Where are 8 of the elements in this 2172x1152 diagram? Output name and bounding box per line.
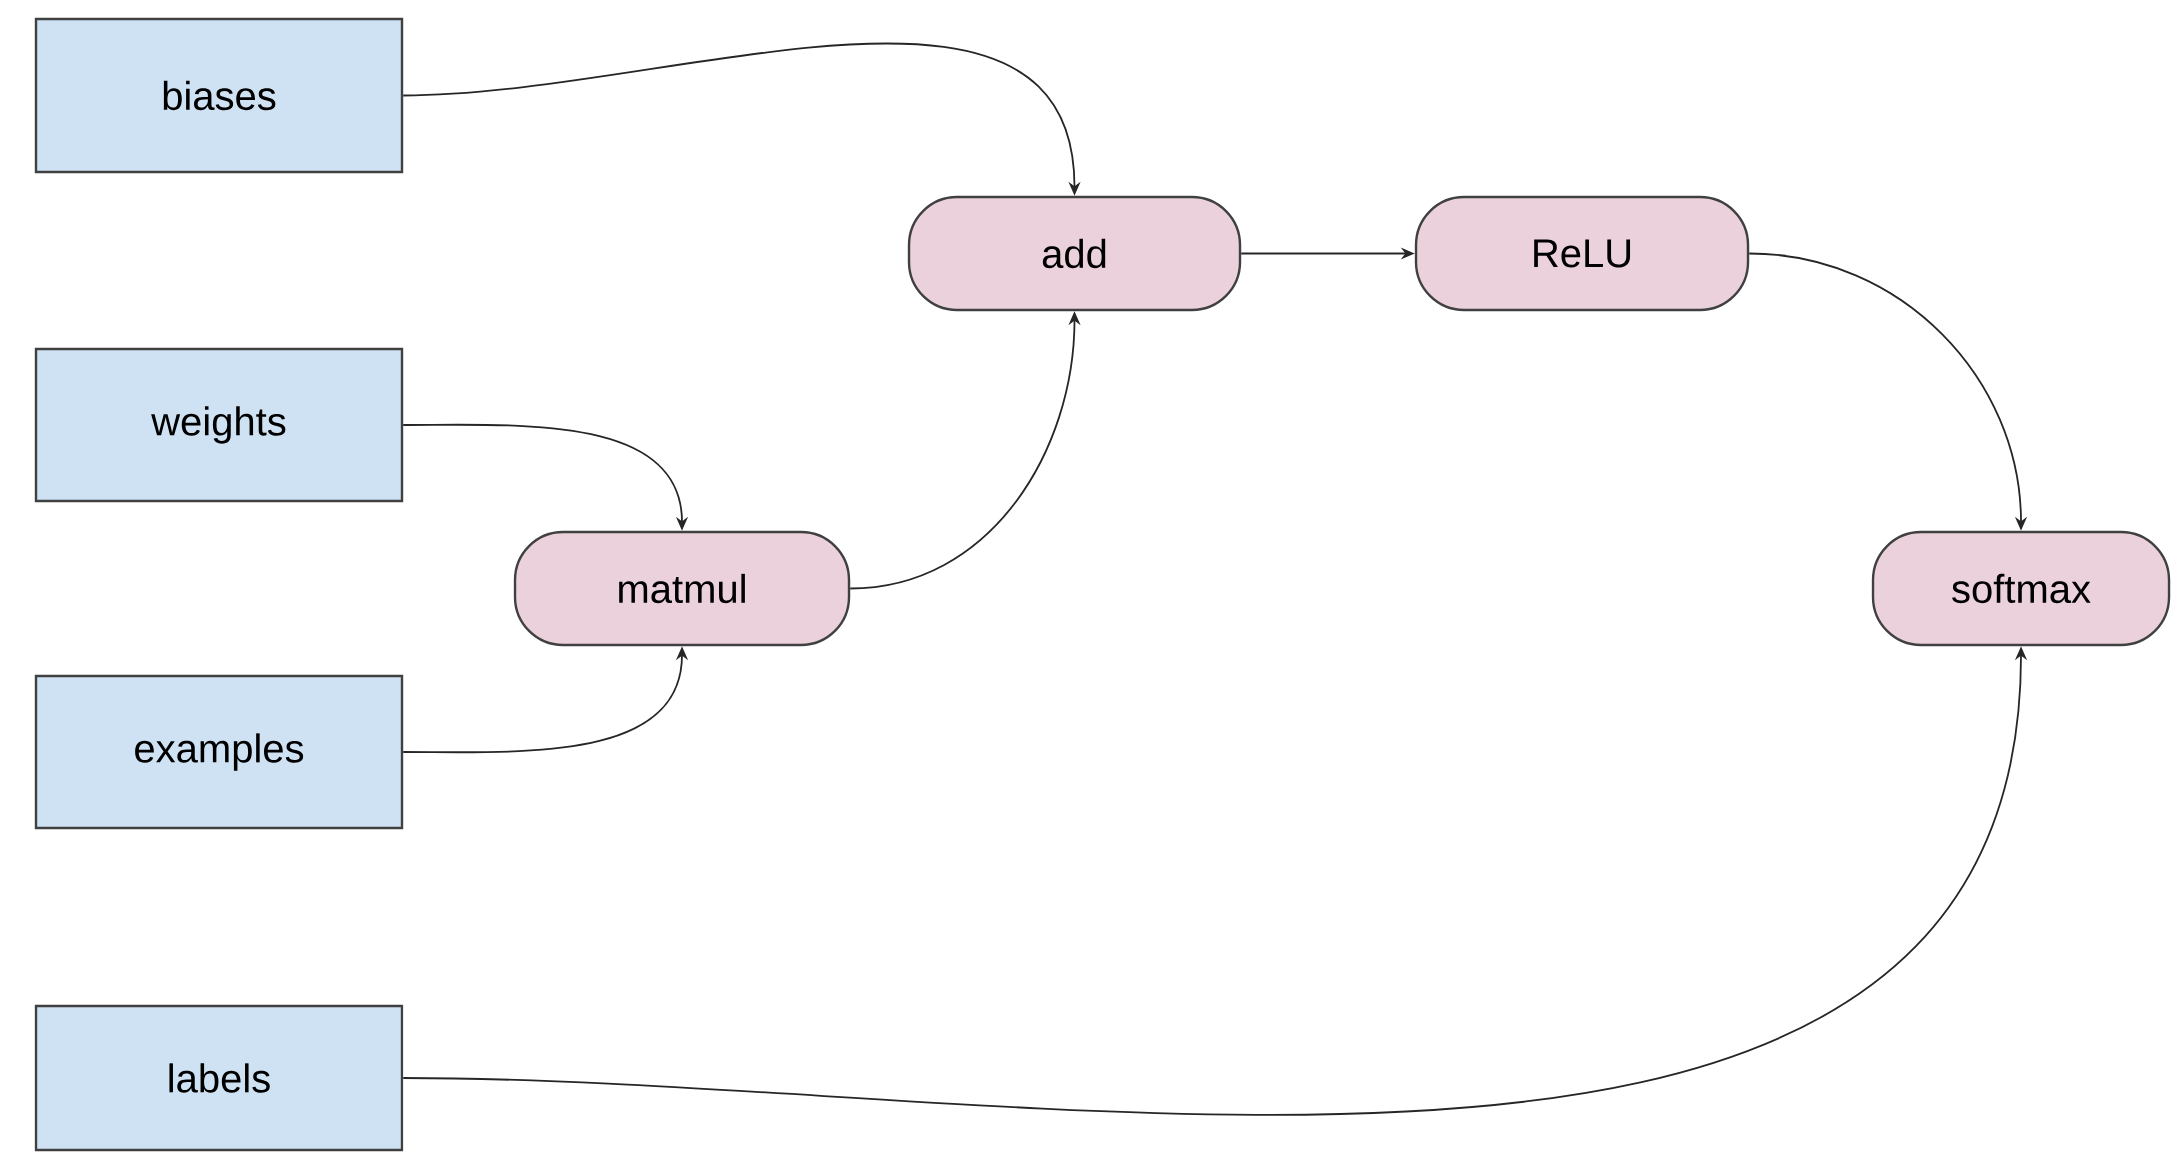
operation-box: ReLU bbox=[1414, 195, 1750, 312]
operation-box: add bbox=[907, 195, 1242, 312]
data-box: examples bbox=[34, 674, 404, 830]
data-box: labels bbox=[34, 1004, 404, 1152]
data-box: weights bbox=[34, 347, 404, 503]
operation-box: matmul bbox=[513, 530, 851, 647]
operation-box: softmax bbox=[1871, 530, 2171, 647]
data-box: biases bbox=[34, 17, 404, 174]
